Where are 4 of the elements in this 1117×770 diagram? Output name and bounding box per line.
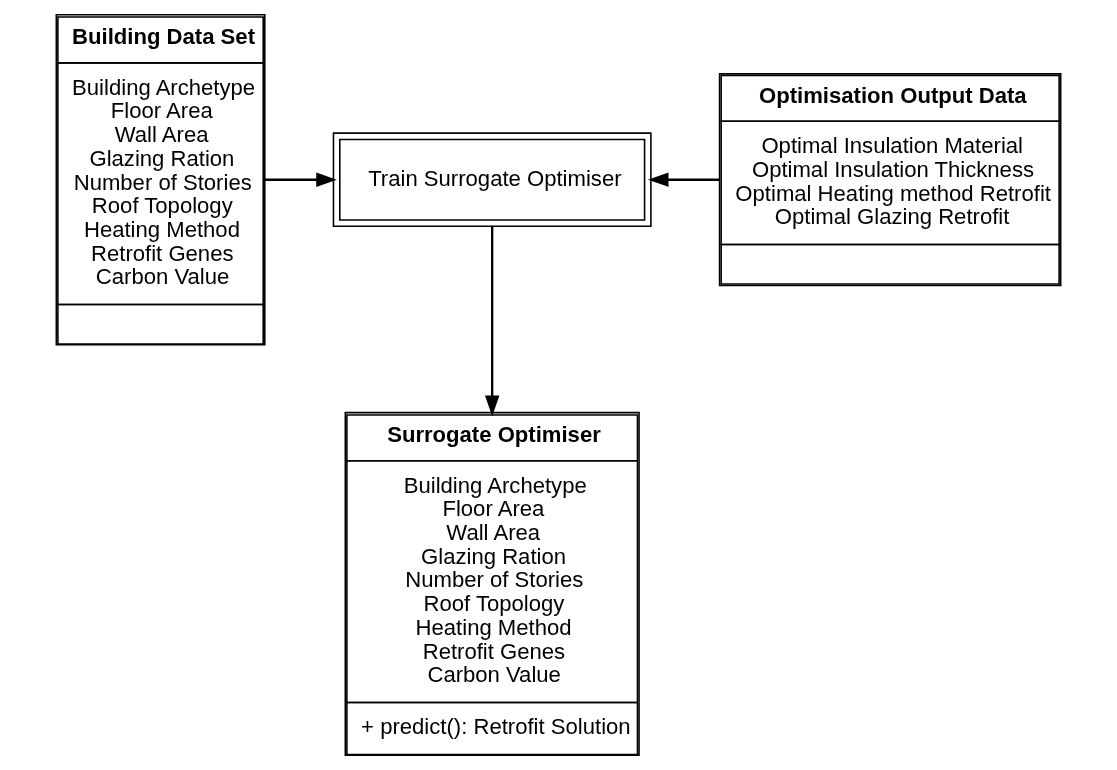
arrow bbox=[264, 172, 337, 187]
arrow bbox=[647, 172, 720, 187]
node-box: Train Surrogate Optimiser bbox=[332, 132, 652, 228]
arrow bbox=[485, 226, 500, 417]
